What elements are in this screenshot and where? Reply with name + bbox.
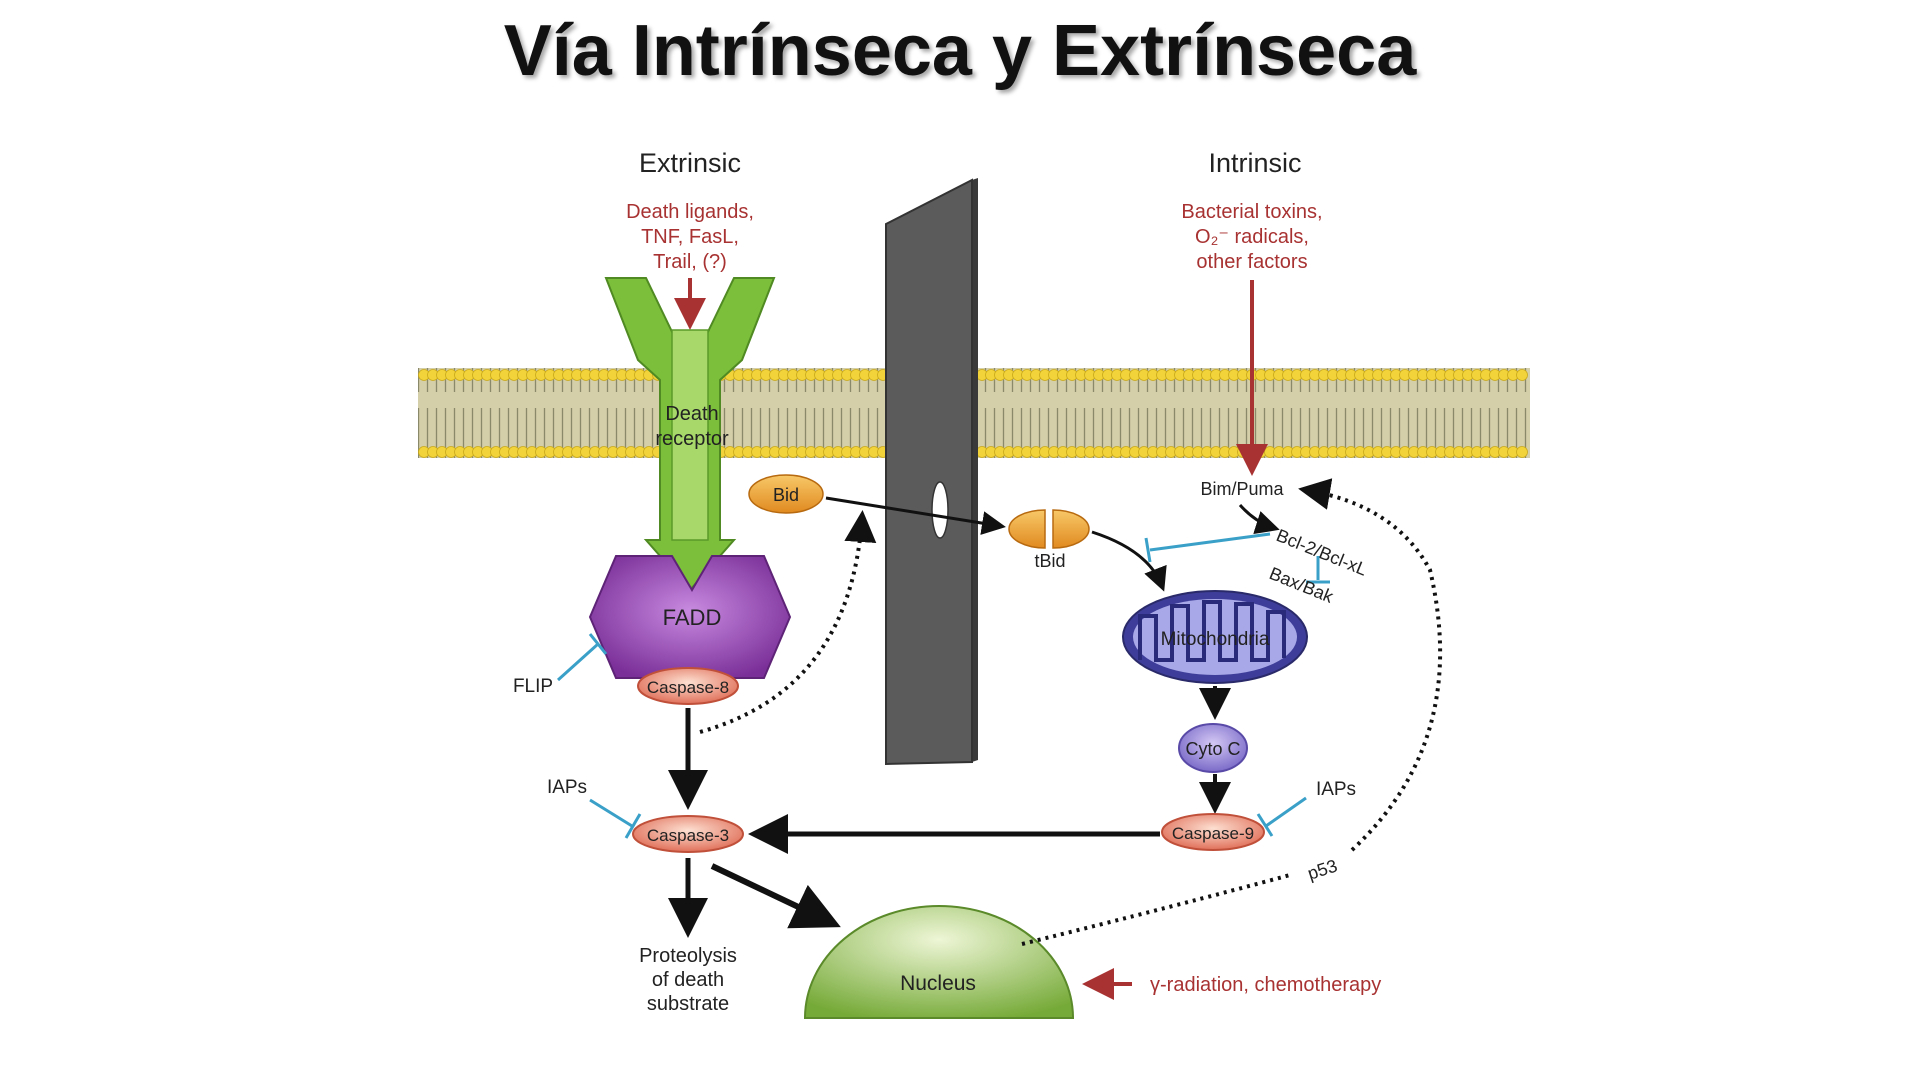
svg-text:TNF, FasL,: TNF, FasL, [641, 226, 739, 248]
death-receptor: Death receptor [604, 277, 776, 592]
bax-bak-label: Bax/Bak [1267, 563, 1338, 607]
svg-text:O₂⁻ radicals,: O₂⁻ radicals, [1195, 226, 1309, 248]
cyto-c: Cyto C [1178, 723, 1248, 773]
svg-text:Trail, (?): Trail, (?) [653, 251, 727, 273]
tbid: tBid [1008, 509, 1090, 571]
caspase-9: Caspase-9 [1161, 813, 1265, 851]
bcl2-inhibits-tbid [1144, 532, 1271, 563]
svg-text:Death: Death [665, 403, 718, 425]
intrinsic-stimulus-label: Bacterial toxins, O₂⁻ radicals, other fa… [1181, 201, 1322, 273]
caspase-3: Caspase-3 [632, 815, 744, 853]
caspase-8: Caspase-8 [637, 667, 739, 705]
bcl2-inhibits-baxbak [1306, 556, 1330, 584]
svg-text:of death: of death [652, 969, 724, 991]
iaps-left-label: IAPs [547, 777, 587, 798]
svg-text:Death ligands,: Death ligands, [626, 201, 754, 223]
svg-text:tBid: tBid [1034, 551, 1065, 571]
mitochondria: Mitochondria [1122, 590, 1308, 684]
svg-text:other factors: other factors [1196, 251, 1307, 273]
svg-text:Mitochondria: Mitochondria [1161, 629, 1270, 650]
nucleus-to-p53-dotted [1021, 873, 1291, 946]
svg-text:Proteolysis: Proteolysis [639, 945, 737, 967]
fadd-complex: FADD [588, 555, 792, 679]
svg-text:Cyto C: Cyto C [1185, 739, 1240, 759]
casp3-to-nucleus-arrow [710, 863, 841, 929]
bid: Bid [748, 474, 824, 514]
svg-text:substrate: substrate [647, 993, 729, 1015]
bid-to-tbid-arrow [825, 496, 1006, 535]
barrier-panel [885, 178, 978, 766]
proteolysis-label: Proteolysis of death substrate [639, 945, 737, 1015]
bim-to-bcl2-arrow [1238, 504, 1280, 535]
tbid-to-mito-arrow [1091, 530, 1167, 592]
bim-puma-label: Bim/Puma [1200, 479, 1284, 499]
iaps-inhibit-casp9 [1256, 796, 1307, 837]
radiation-label: γ-radiation, chemotherapy [1150, 974, 1381, 996]
nucleus: Nucleus [803, 905, 1075, 1019]
intrinsic-heading: Intrinsic [1208, 148, 1301, 178]
svg-text:Caspase-9: Caspase-9 [1172, 824, 1254, 843]
iaps-inhibit-casp3 [589, 798, 642, 839]
svg-text:Bacterial toxins,: Bacterial toxins, [1181, 201, 1322, 223]
lipid-head [1516, 446, 1528, 458]
p53-label: p53 [1305, 855, 1340, 883]
barrier-pore [931, 481, 949, 539]
slide-title: Vía Intrínseca y Extrínseca [503, 11, 1417, 91]
flip-inhibition [556, 633, 608, 682]
p53-to-bim-dotted [1298, 478, 1443, 852]
svg-text:receptor: receptor [655, 428, 729, 450]
svg-text:Caspase-3: Caspase-3 [647, 826, 729, 845]
extrinsic-heading: Extrinsic [639, 148, 741, 178]
svg-text:Bid: Bid [773, 485, 799, 505]
lipid-head [1516, 369, 1528, 381]
iaps-right-label: IAPs [1316, 779, 1356, 800]
extrinsic-stimulus-label: Death ligands, TNF, FasL, Trail, (?) [626, 201, 754, 273]
flip-label: FLIP [513, 676, 553, 697]
svg-text:Caspase-8: Caspase-8 [647, 678, 729, 697]
svg-text:Nucleus: Nucleus [900, 972, 976, 995]
svg-text:FADD: FADD [663, 605, 722, 630]
